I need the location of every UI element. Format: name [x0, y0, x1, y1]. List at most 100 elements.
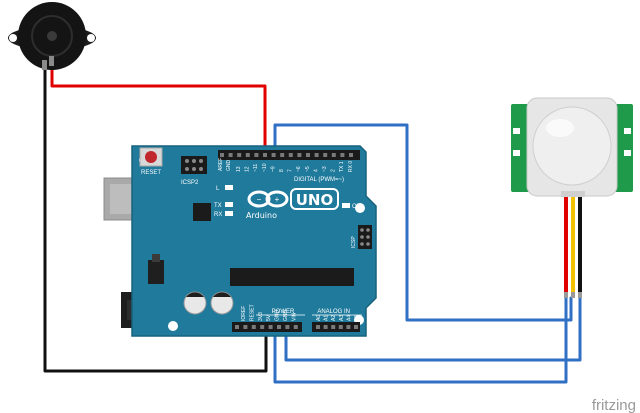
- header-pin: [346, 325, 351, 329]
- pin-label: A5: [354, 315, 360, 321]
- header-pin: [316, 325, 320, 329]
- fritzing-watermark: fritzing: [592, 397, 636, 413]
- pir-dome: [532, 106, 612, 186]
- pin-label: VIN: [291, 312, 297, 321]
- gnd-label: GND: [226, 160, 232, 172]
- pin-label: ~11: [253, 164, 259, 172]
- pir-sensor: [511, 97, 633, 298]
- buzzer-lead-plus: [49, 56, 54, 66]
- icsp-label: ICSP: [351, 236, 357, 248]
- aref-label: AREF: [218, 158, 224, 171]
- header-pin: [280, 153, 285, 157]
- digital-label: DIGITAL (PWM=~): [294, 177, 344, 183]
- blue-wire-ground: [273, 296, 568, 384]
- pin-label: ~5: [305, 166, 311, 172]
- uno-badge: [290, 188, 339, 210]
- header-pin: [285, 325, 290, 329]
- header-pin: [235, 325, 239, 329]
- header-pin: [331, 153, 336, 157]
- analog-header: [312, 322, 360, 332]
- pir-mount-slot: [513, 150, 520, 156]
- pin-label: 7: [288, 169, 294, 172]
- header-pin: [251, 325, 256, 329]
- pin-label: 12: [245, 166, 251, 172]
- pin-label: ~9: [270, 166, 276, 172]
- voltage-regulator: [148, 260, 164, 284]
- pin-label: ~6: [296, 166, 302, 172]
- power-label: POWER: [272, 309, 295, 315]
- header-pin: [323, 325, 328, 329]
- pin-label: A4: [346, 315, 352, 321]
- mount-hole: [355, 203, 365, 213]
- board-pcb: [131, 145, 377, 337]
- pin-label: A0: [316, 315, 322, 321]
- header-pin: [220, 153, 224, 157]
- black-wire: [43, 66, 268, 373]
- led-rx: [225, 211, 233, 216]
- header-pin: [314, 153, 319, 157]
- header-pin: [268, 325, 273, 329]
- pin-label: 2: [331, 169, 337, 172]
- pin-label: GND: [275, 310, 281, 322]
- digital-header-pins: [220, 153, 353, 157]
- led-l: [225, 185, 233, 190]
- pin-label: RESET: [249, 304, 255, 321]
- reset-label: RESET: [141, 170, 161, 176]
- icsp2-header: [181, 156, 207, 174]
- header-pin: [228, 153, 233, 157]
- on-label: ON: [352, 204, 361, 210]
- header-pin: [331, 325, 336, 329]
- pin-label: GND: [283, 310, 289, 322]
- analog-header-pins: [316, 325, 358, 329]
- red-wire: [50, 56, 267, 152]
- pin-label: A1: [324, 315, 330, 321]
- pin-label: ~10: [262, 163, 268, 172]
- buzzer-center: [47, 31, 57, 41]
- pin-label: 4: [313, 169, 319, 172]
- pir-pin-block: [561, 191, 585, 197]
- capacitor-left: [183, 291, 207, 315]
- usb-chip: [193, 203, 211, 221]
- blue-wire-power: [284, 296, 582, 362]
- mount-hole: [168, 321, 178, 331]
- pin-label: A3: [339, 315, 345, 321]
- led-on: [342, 203, 350, 208]
- header-pin: [297, 153, 302, 157]
- icsp-header: [358, 225, 372, 249]
- pir-mount-slot: [624, 150, 631, 156]
- pin-label: TX 1: [339, 161, 345, 172]
- voltage-regulator-tab: [152, 254, 160, 262]
- buzzer-hole-left: [9, 34, 17, 42]
- header-pin: [254, 153, 259, 157]
- buzzer-lead-minus: [42, 60, 47, 70]
- header-pin: [237, 153, 242, 157]
- header-pin: [323, 153, 328, 157]
- pir-dome-highlight: [546, 119, 574, 137]
- header-pin: [338, 325, 343, 329]
- capacitor-right: [210, 291, 234, 315]
- header-pin: [277, 325, 281, 329]
- board-name: UNO: [296, 191, 334, 209]
- power-header: [232, 322, 302, 332]
- brand-label: Arduino: [246, 211, 277, 220]
- arduino-logo: − +: [247, 190, 289, 208]
- header-pin: [349, 153, 353, 157]
- buzzer: [8, 2, 96, 70]
- blue-wire-signal: [273, 123, 573, 322]
- reset-button-cap: [145, 151, 157, 163]
- header-pin: [340, 153, 345, 157]
- led-tx: [225, 202, 233, 207]
- pin-label: 8: [279, 169, 285, 172]
- atmega-chip: [230, 268, 354, 286]
- pir-mount-slot: [513, 128, 520, 134]
- analog-label: ANALOG IN: [317, 309, 350, 315]
- pin-label: 13: [236, 166, 242, 172]
- pin-label: 3V3: [258, 312, 264, 321]
- header-pin: [354, 325, 358, 329]
- pin-label: 5V: [266, 314, 272, 321]
- led-rx-label: RX: [214, 212, 222, 218]
